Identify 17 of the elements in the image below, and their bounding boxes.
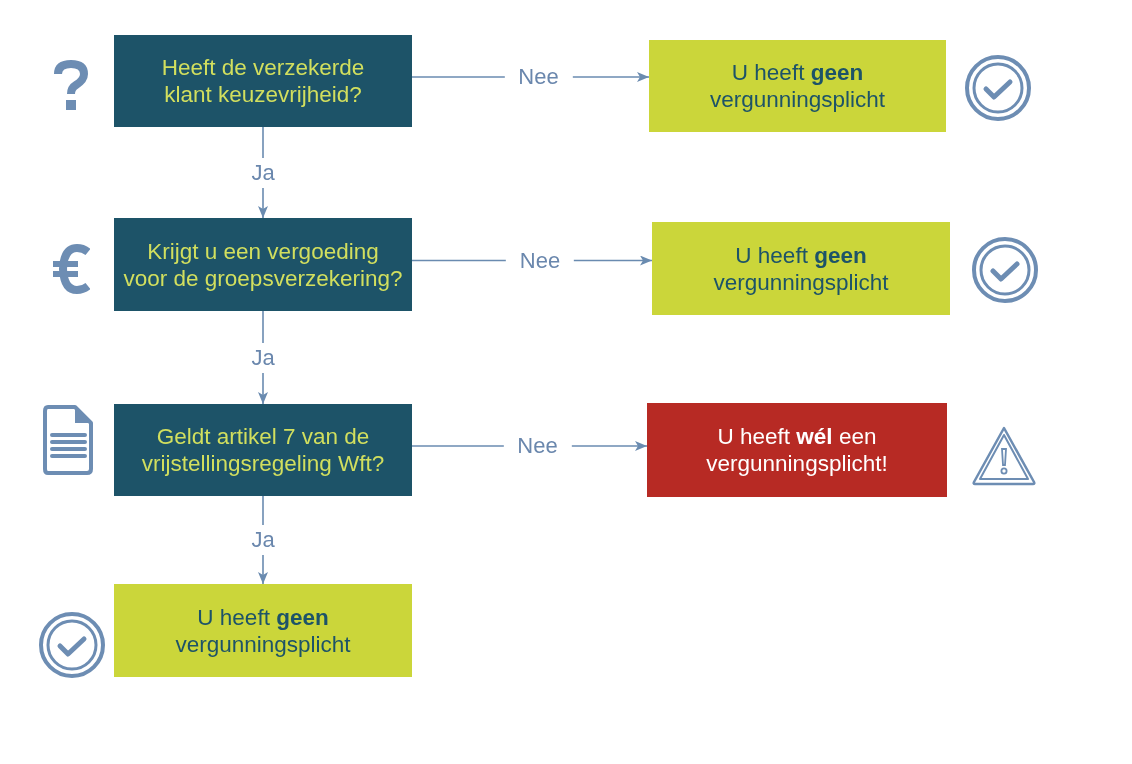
edge-label: Ja	[251, 342, 275, 373]
question-box	[114, 404, 412, 496]
node-text: U heeft geen vergunningsplicht	[712, 241, 890, 296]
result-box	[649, 40, 946, 132]
result-box	[114, 584, 412, 677]
question-box	[114, 218, 412, 311]
node-text: U heeft geen vergunningsplicht	[174, 603, 352, 658]
node-text: Geldt artikel 7 van de vrijstellingsregeling Wft?	[140, 423, 386, 477]
edge-label: Ja	[251, 157, 275, 188]
result-box	[652, 222, 950, 315]
edge-label: Ja	[251, 525, 275, 555]
warning-result-box	[647, 403, 947, 497]
node-text: Heeft de verzekerde klant keuzevrijheid?	[160, 54, 366, 108]
node-text: U heeft wél een vergunningsplicht!	[705, 423, 889, 477]
question-box	[114, 35, 412, 127]
node-text: U heeft geen vergunningsplicht	[708, 59, 887, 113]
node-text: Krijgt u een vergoeding voor de groepsverzekering?	[122, 237, 404, 292]
